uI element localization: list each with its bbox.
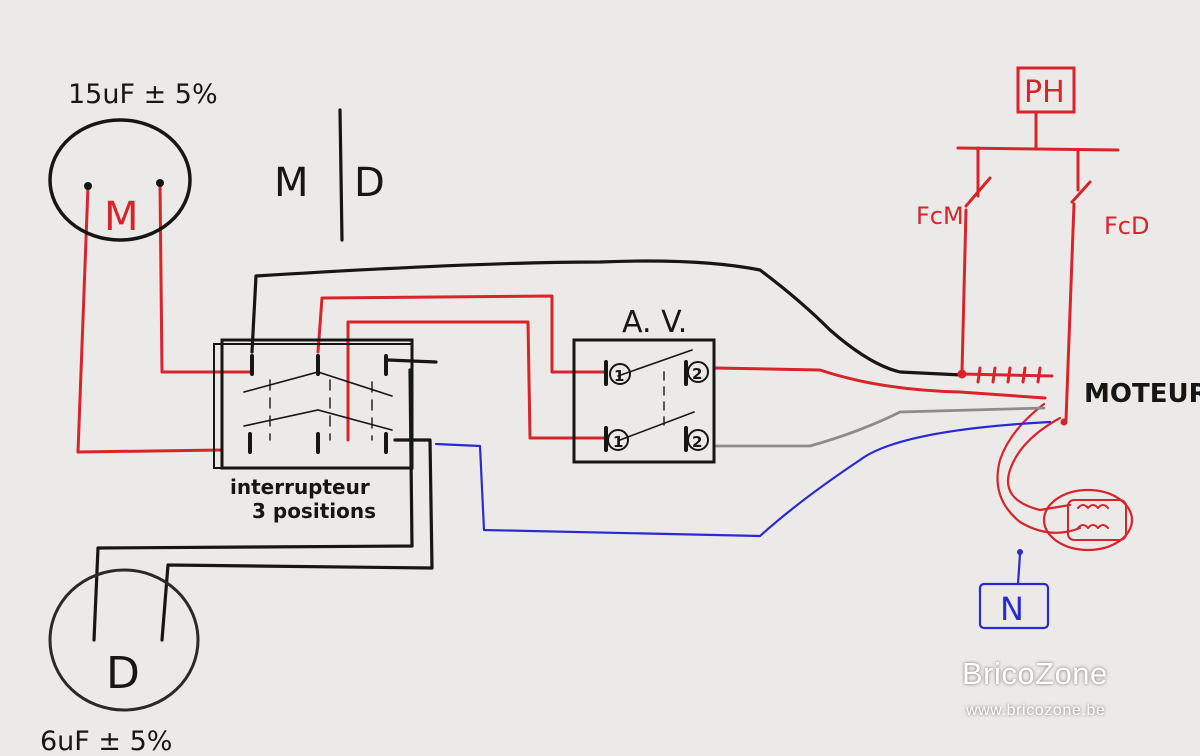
switch-caption-line1: interrupteur <box>230 475 370 499</box>
motor-label: MOTEUR <box>1084 379 1200 409</box>
av-pin-label-4: 2 <box>692 433 702 451</box>
three-position-switch <box>213 338 414 470</box>
cap-m-letter: M <box>104 194 139 240</box>
av-pin-circle-2 <box>687 361 709 383</box>
direction-d-label: D <box>354 160 385 206</box>
neutral-label: N <box>1000 590 1024 628</box>
neutral-node <box>1017 549 1023 555</box>
cap-m-value-label: 15uF ± 5% <box>68 79 218 110</box>
av-pin-label-1: 1 <box>614 367 624 385</box>
ph-box <box>1016 66 1076 114</box>
motor-bus <box>960 372 1054 378</box>
av-title-label: A. V. <box>622 305 687 340</box>
motor-coil-box <box>1067 499 1127 541</box>
switch-dashes <box>269 379 373 441</box>
red-wire-av-to-motor <box>714 366 1047 400</box>
av-pin-label-2: 2 <box>692 365 702 383</box>
capacitor-d-circle <box>48 568 200 712</box>
red-wire-switch-to-av-top <box>316 294 606 374</box>
black-wire-top-loop <box>250 259 964 377</box>
motor-bus-ticks <box>976 366 1042 384</box>
capacitor-m-terminal-right <box>156 179 164 187</box>
av-pin-label-3: 1 <box>613 433 623 451</box>
blue-wire-neutral <box>1016 552 1022 586</box>
direction-divider <box>338 108 344 242</box>
fcd-label: FcD <box>1104 212 1149 240</box>
av-box <box>572 338 716 464</box>
motor-winding <box>996 402 1082 534</box>
black-wire-cap-d-2 <box>160 438 434 642</box>
switch-contacts <box>248 354 388 454</box>
av-pin-circle-3 <box>607 429 629 451</box>
direction-m-label: M <box>274 160 309 206</box>
red-wire-switch-to-av-bottom <box>346 320 606 442</box>
cap-d-value-label: 6uF ± 5% <box>40 726 172 756</box>
watermark-url: www.bricozone.be <box>966 702 1106 719</box>
blue-wire-switch-to-motor <box>434 420 1052 538</box>
switch-levers <box>243 371 393 431</box>
ph-bus <box>956 146 1120 152</box>
neutral-box <box>978 582 1050 630</box>
av-pin-circle-1 <box>609 363 631 385</box>
av-relay <box>572 338 716 464</box>
ph-label: PH <box>1024 75 1065 110</box>
cap-d-letter: D <box>106 648 140 699</box>
capacitor-m-circle <box>48 118 192 242</box>
red-wire-cap-m-left <box>76 184 224 454</box>
watermark-brand: BricoZone <box>962 656 1108 691</box>
fcd-branch <box>1064 148 1092 422</box>
switch-box-inner <box>213 343 413 469</box>
red-wires <box>76 110 1134 552</box>
motor-coil-2 <box>1077 524 1109 529</box>
gray-wire-av-to-motor <box>714 406 1046 448</box>
fcm-branch <box>960 146 992 374</box>
fcm-label: FcM <box>916 202 964 230</box>
ph-node <box>957 369 967 379</box>
motor-node <box>1060 418 1068 426</box>
motor-body <box>1042 488 1134 552</box>
blue-wires <box>434 420 1052 630</box>
switch-caption-line2: 3 positions <box>252 499 376 523</box>
av-pin-circle-4 <box>687 429 709 451</box>
av-contacts <box>604 360 688 452</box>
motor-coil-1 <box>1077 504 1109 509</box>
capacitor-m-terminal-left <box>84 182 92 190</box>
